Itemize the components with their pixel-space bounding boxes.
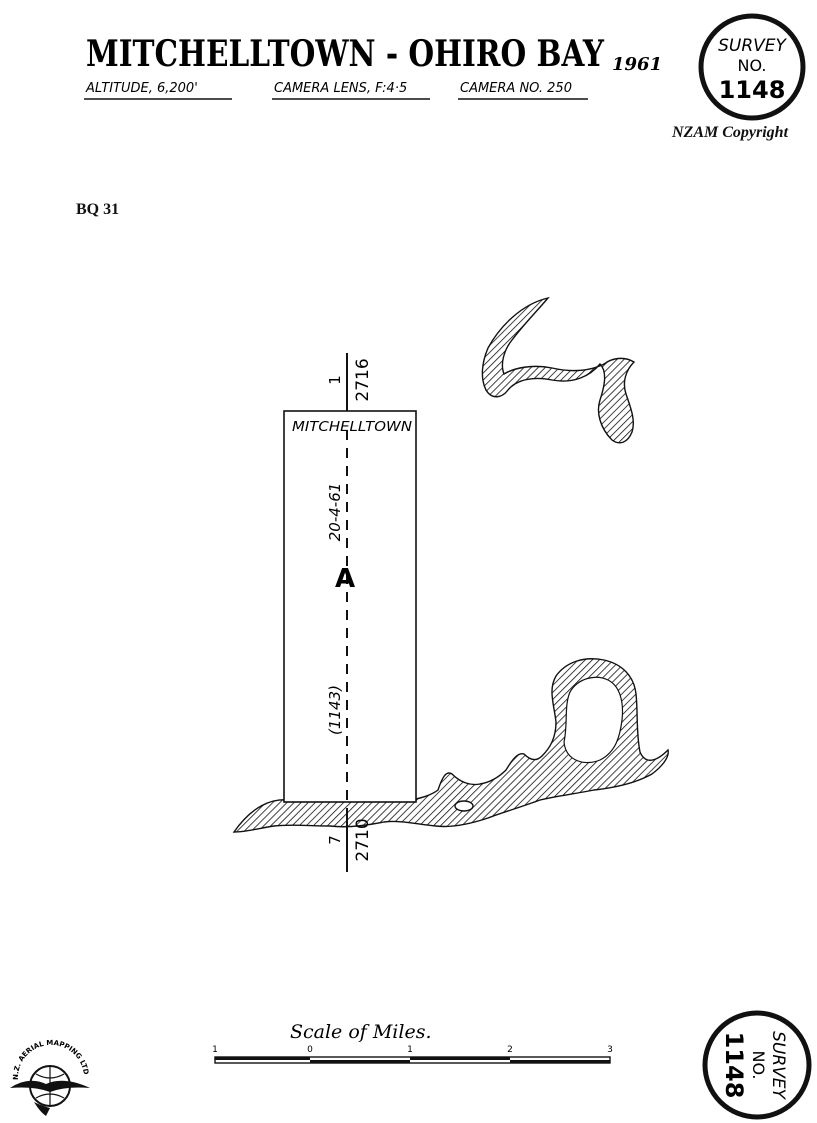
scale-segment	[510, 1060, 610, 1063]
scale-tick-label: 3	[607, 1045, 613, 1055]
camera-lens-label: CAMERA LENS, F:4·5	[274, 81, 407, 96]
stamp-survey-text: SURVEY	[718, 36, 787, 56]
scale-segment	[410, 1057, 510, 1060]
strip-label: MITCHELLTOWN	[292, 420, 412, 435]
scale-tick-label: 0	[307, 1045, 313, 1055]
map-title: MITCHELLTOWN - OHIRO BAY	[86, 33, 605, 75]
scale-title: Scale of Miles.	[290, 1021, 432, 1043]
flight-date: 20-4-61	[326, 483, 344, 542]
top-frame-number: 1	[326, 375, 344, 385]
bottom-photo-number: 2710	[353, 818, 373, 861]
flight-strip-frame	[283, 410, 417, 803]
scale-bar: Scale of Miles. 1 0 1 2 3	[205, 1010, 620, 1080]
coastline-north	[481, 296, 636, 444]
top-photo-number: 2716	[353, 358, 373, 401]
scale-segment	[215, 1057, 310, 1060]
sheet-reference: BQ 31	[76, 201, 120, 218]
flight-ref: (1143)	[326, 685, 344, 735]
survey-stamp-top: SURVEY NO. 1148	[690, 10, 814, 124]
stamp-number: 1148	[720, 1032, 748, 1099]
company-logo: N.Z. AERIAL MAPPING LTD.	[6, 1036, 96, 1120]
copyright-text: NZAM Copyright	[672, 124, 789, 141]
stamp-no-text: NO.	[749, 1051, 768, 1080]
logo-nz-map-icon	[34, 1102, 50, 1116]
map-year: 1961	[612, 54, 662, 75]
map-svg: MITCHELLTOWN A 20-4-61 (1143) 1 2716 7 2…	[232, 296, 669, 872]
run-letter: A	[335, 564, 355, 594]
header-svg: MITCHELLTOWN - OHIRO BAY 1961 ALTITUDE, …	[84, 33, 662, 100]
stamp-number: 1148	[719, 76, 786, 104]
logo-wings-icon	[10, 1080, 90, 1092]
stamp-ring	[698, 13, 806, 121]
stamp-ring	[702, 1010, 812, 1120]
bay-water	[563, 676, 624, 764]
logo-text: N.Z. AERIAL MAPPING LTD.	[6, 1036, 90, 1080]
altitude-label: ALTITUDE, 6,200'	[85, 81, 198, 96]
scale-tick-label: 1	[212, 1045, 218, 1055]
stamp-survey-text: SURVEY	[768, 1031, 788, 1100]
map-area: MITCHELLTOWN A 20-4-61 (1143) 1 2716 7 2…	[0, 280, 817, 900]
small-island	[454, 800, 474, 812]
scale-tick-label: 2	[507, 1045, 513, 1055]
survey-stamp-bottom: SURVEY NO. 1148	[700, 1008, 814, 1122]
bottom-frame-number: 7	[326, 835, 344, 845]
scale-segment	[310, 1060, 410, 1063]
camera-no-label: CAMERA NO. 250	[460, 81, 572, 96]
header: MITCHELLTOWN - OHIRO BAY 1961 ALTITUDE, …	[0, 0, 817, 120]
scale-tick-label: 1	[407, 1045, 413, 1055]
stamp-no-text: NO.	[738, 56, 767, 75]
